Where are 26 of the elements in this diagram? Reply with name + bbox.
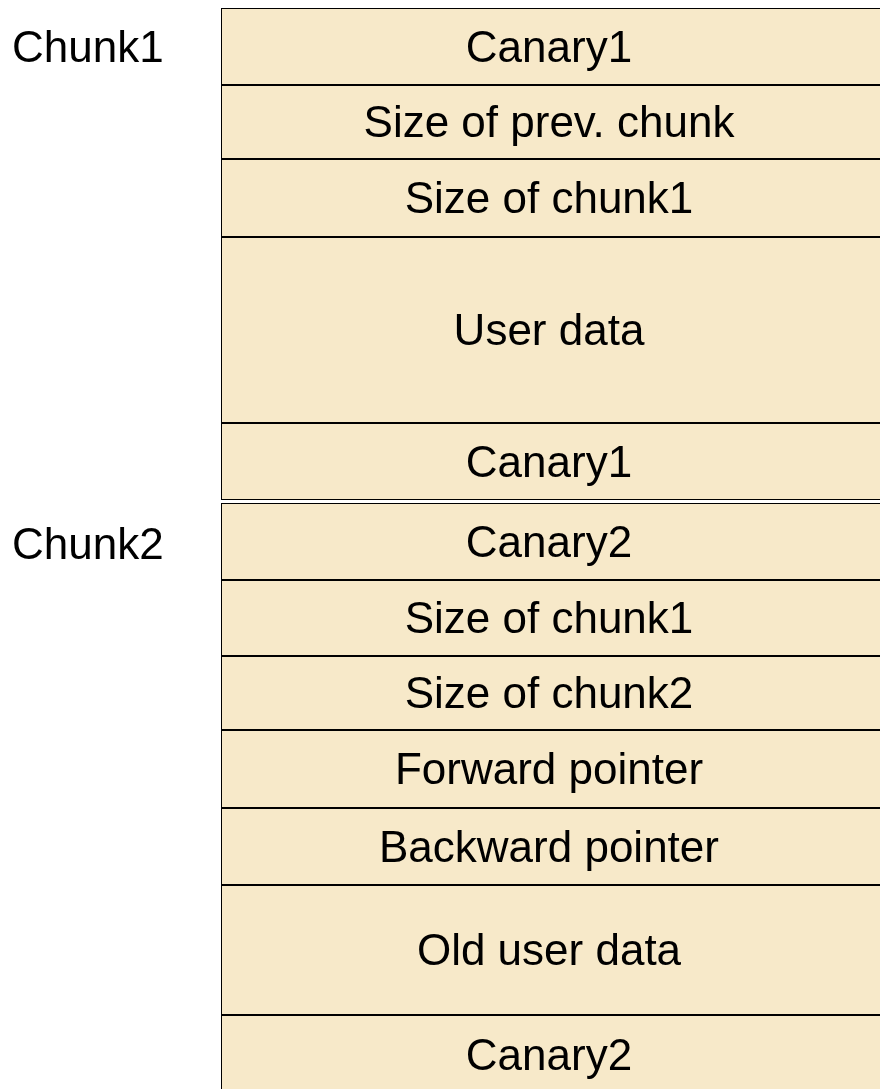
field-label: Size of prev. chunk (363, 97, 735, 147)
field-label: Size of chunk1 (404, 173, 694, 223)
chunk-label: Chunk2 (12, 519, 164, 569)
field-label: Canary2 (465, 516, 633, 567)
memory-field (221, 423, 880, 500)
memory-field (221, 8, 880, 85)
memory-field (221, 237, 880, 423)
chunk-label: Chunk1 (12, 22, 164, 72)
field-label: Backward pointer (379, 821, 719, 872)
memory-field (221, 885, 880, 1015)
memory-field (221, 159, 880, 237)
memory-field (221, 1015, 880, 1089)
field-label: Canary1 (465, 21, 633, 72)
memory-field (221, 580, 880, 656)
field-label: Canary1 (465, 436, 633, 487)
field-label: Canary2 (465, 1030, 633, 1080)
field-label: Size of chunk1 (404, 593, 694, 643)
field-label: Forward pointer (394, 744, 704, 794)
memory-field (221, 808, 880, 885)
memory-field (221, 503, 880, 580)
field-label: Old user data (416, 925, 682, 975)
field-label: Size of chunk2 (404, 668, 694, 718)
memory-field (221, 730, 880, 808)
memory-field (221, 656, 880, 730)
memory-field (221, 85, 880, 159)
field-label: User data (453, 305, 645, 355)
